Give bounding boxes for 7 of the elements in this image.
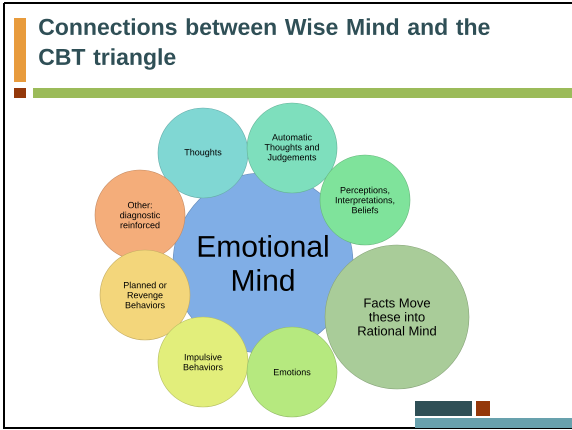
circle-node: Thoughts bbox=[158, 108, 248, 198]
title: Connections between Wise Mind and the CBT triangle bbox=[39, 18, 490, 70]
circle-node: Impulsive Behaviors bbox=[158, 316, 248, 408]
circle-node: Emotions bbox=[246, 326, 338, 418]
circle-node: Automatic Thoughts and Judgements bbox=[246, 102, 338, 194]
circle-node: Planned or Revenge Behaviors bbox=[100, 250, 190, 340]
circle-node: Other: diagnostic reinforced bbox=[94, 170, 186, 260]
